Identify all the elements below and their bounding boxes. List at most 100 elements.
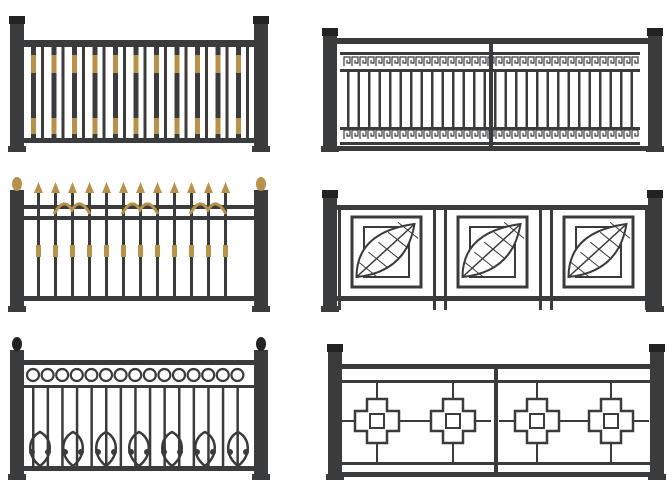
scroll-ornament [194, 430, 216, 468]
picket [399, 72, 402, 127]
gold-collar [154, 118, 159, 134]
fence-greek-key [321, 28, 664, 152]
spear-finial [187, 182, 196, 193]
greek-key-motif [599, 56, 607, 66]
greek-key-motif [383, 129, 391, 139]
post-base [8, 474, 26, 480]
bar [342, 364, 650, 369]
scroll-curl [177, 449, 183, 455]
greek-key-motif [591, 56, 599, 66]
panel-square [562, 215, 635, 289]
greek-key-motif [487, 56, 495, 66]
greek-key-motif [583, 56, 591, 66]
post-base [326, 474, 344, 480]
picket [441, 72, 444, 127]
greek-key-motif [607, 129, 615, 139]
greek-key-motif [559, 56, 567, 66]
gold-collar [215, 55, 221, 73]
spear-finial [170, 182, 179, 193]
scroll-ornament [29, 430, 51, 468]
scroll-curl [128, 449, 134, 455]
baluster [195, 47, 200, 138]
ring-ornament [98, 367, 114, 383]
bar [499, 420, 515, 422]
gold-collar [31, 118, 36, 134]
leaf-vein [464, 261, 485, 279]
bar [559, 420, 575, 422]
greek-key-motif [343, 56, 351, 66]
greek-key-motif [383, 56, 391, 66]
ring-ornament [230, 367, 245, 383]
gold-collar [31, 55, 36, 73]
leaf-vein [483, 241, 505, 259]
post [254, 22, 268, 152]
gold-collar [113, 55, 118, 73]
scroll-curl [210, 449, 216, 455]
picket [236, 388, 239, 466]
leaf-vein [397, 222, 419, 239]
picket [207, 388, 210, 466]
post-base [8, 306, 26, 312]
greek-key-motif [631, 129, 639, 139]
post-finial [256, 337, 266, 351]
gold-collar [154, 55, 159, 73]
ring-ornament [186, 367, 201, 383]
greek-key-motif [447, 129, 455, 139]
bar [24, 138, 254, 143]
ring-ornament [142, 367, 157, 383]
greek-key-motif [471, 129, 479, 139]
scroll-curl [45, 449, 51, 455]
scroll-curl [144, 449, 150, 455]
greek-key-motif [551, 129, 559, 139]
ring-ornament [113, 367, 128, 383]
greek-key-motif [407, 56, 415, 66]
spear-finial [119, 182, 128, 193]
post [254, 190, 268, 312]
greek-key-motif [399, 56, 407, 66]
bar [573, 420, 589, 422]
greek-key-motif [399, 129, 407, 139]
picket [525, 72, 528, 127]
baluster [236, 47, 241, 138]
greek-key-motif [351, 56, 359, 66]
scroll-curl [95, 449, 101, 455]
greek-key-motif [615, 129, 623, 139]
post [254, 350, 268, 480]
inner-square [445, 413, 461, 429]
scroll-curl [29, 449, 35, 455]
post [10, 350, 24, 480]
panel-square [456, 215, 529, 289]
panel-bar [444, 210, 447, 310]
post-base [8, 146, 26, 152]
greek-key-motif [543, 129, 551, 139]
post [650, 350, 664, 480]
greek-key-motif [535, 56, 543, 66]
bar [342, 472, 650, 477]
greek-key-motif [599, 129, 607, 139]
inner-square [369, 413, 385, 429]
ring-ornament [55, 367, 70, 383]
leaf-vein [580, 251, 601, 269]
gold-collar [113, 118, 118, 134]
picket [546, 72, 549, 127]
leaf-vein [358, 261, 379, 279]
greek-key-motif [391, 56, 399, 66]
picket [192, 388, 196, 466]
greek-key-motif [559, 129, 567, 139]
post-finial [12, 177, 22, 191]
greek-key-motif [391, 129, 399, 139]
picket [504, 72, 507, 127]
ring-ornament [128, 367, 143, 383]
baluster [133, 47, 139, 138]
fence-square-cross [326, 344, 666, 480]
bar [376, 443, 378, 462]
picket [148, 388, 152, 466]
post [10, 190, 24, 312]
picket [178, 388, 181, 466]
picket [119, 388, 123, 466]
greek-key-motif [495, 56, 503, 66]
cross-ornament [353, 397, 401, 445]
greek-key-motif [351, 129, 359, 139]
ring-ornament [84, 367, 99, 383]
